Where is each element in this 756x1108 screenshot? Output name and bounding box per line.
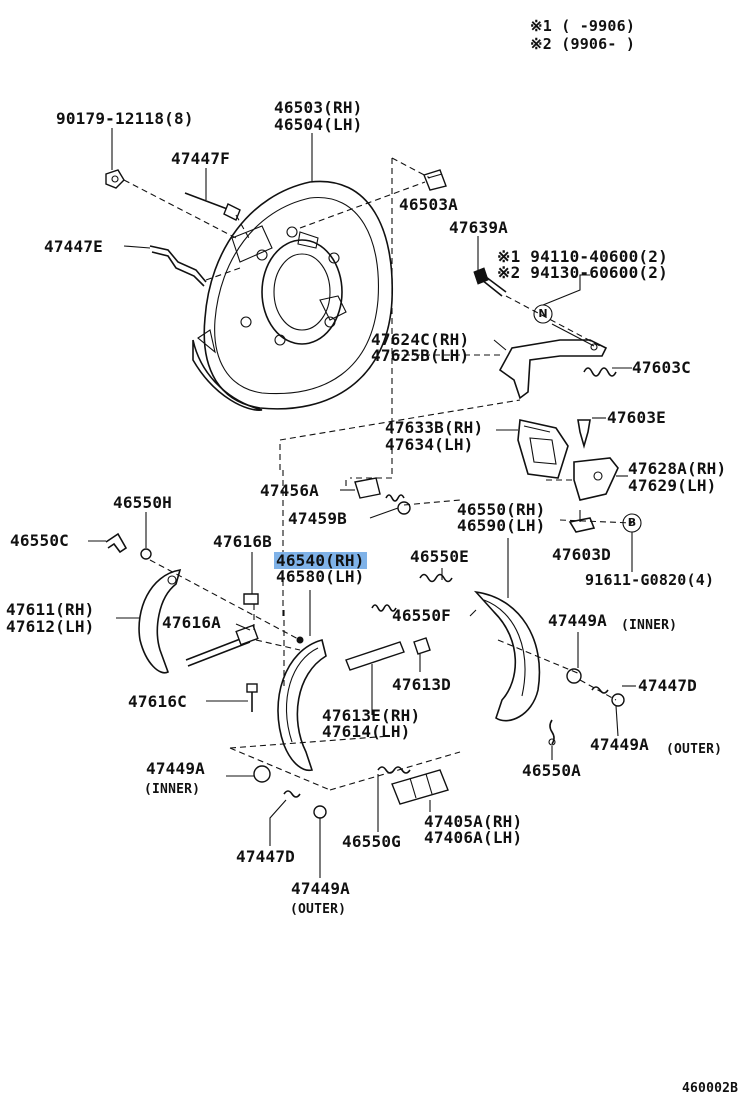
anchor-bracket [149,245,207,287]
part-label[interactable]: 47405A(RH) [424,812,523,831]
reference-letter-n: N [538,307,548,320]
part-label[interactable]: 47603D [552,545,611,564]
part-label[interactable]: 46550E [410,547,469,566]
shoe-strut [345,641,405,671]
part-label[interactable]: 47616A [162,613,221,632]
brake-shoe-right [473,590,541,722]
part-label[interactable]: 47449A [146,759,205,778]
part-label[interactable]: 47449A [291,879,350,898]
leader-lines [88,128,636,878]
hold-down-cup-outer-right [611,693,625,707]
parking-brake-lever [498,339,608,400]
part-label[interactable]: 91611-G0820(4) [585,571,715,589]
part-note: (OUTER) [290,902,347,917]
adjuster-clip [243,593,259,605]
part-label[interactable]: 47459B [288,509,347,528]
part-label[interactable]: 47634(LH) [385,435,474,454]
bleeder-bolt [184,192,241,221]
part-label[interactable]: ※2 94130-60600(2) [497,263,668,282]
hold-down-spring-right [591,686,609,694]
part-label[interactable]: 47449A [590,735,649,754]
parking-lever [138,569,182,674]
part-label[interactable]: ※1 94110-40600(2) [497,247,668,266]
pin [577,419,591,449]
part-label[interactable]: 47447E [44,237,103,256]
hold-down-pin-right [548,719,556,746]
part-label[interactable]: 46504(LH) [274,115,363,134]
part-label[interactable]: 46550A [522,761,581,780]
hold-down-spring-left [283,790,301,798]
part-label[interactable]: 47616C [128,692,187,711]
brake-shoe-left [277,636,327,772]
part-label[interactable]: 47613D [392,675,451,694]
part-label[interactable]: 47603C [632,358,691,377]
hold-down-cup-outer-left [313,805,327,819]
part-note: (INNER) [144,782,201,797]
part-label[interactable]: 47614(LH) [322,722,411,741]
part-label[interactable]: 46550G [342,832,401,851]
part-label[interactable]: 47624C(RH) [371,330,470,349]
part-label[interactable]: 46580(LH) [276,567,365,586]
part-note: (OUTER) [666,742,723,757]
reference-letter-b: B [627,516,637,529]
lower-return-spring [377,766,411,774]
shoe-hold-clip [105,532,128,554]
part-label[interactable]: 46550H [113,493,172,512]
mounting-nut [105,169,125,189]
part-label[interactable]: 47616B [213,532,272,551]
part-label[interactable]: 90179-12118(8) [56,109,194,128]
plug [423,169,447,191]
part-label[interactable]: 47449A [548,611,607,630]
part-label[interactable]: 47603E [607,408,666,427]
note-1: ※1 ( -9906) [530,17,636,35]
part-label[interactable]: 46550(RH) [457,500,546,519]
diagram-id: 460002B [682,1081,739,1096]
parking-strut [517,419,569,479]
wheel-cylinder [391,769,449,805]
adjuster-pin [246,683,258,712]
strut-spring [413,637,431,655]
lever-bolt [473,267,507,297]
clip [568,517,596,533]
adjuster-screw [185,624,259,667]
part-label[interactable]: 46503A [399,195,458,214]
part-label[interactable]: 47625B(LH) [371,346,470,365]
part-label[interactable]: 47406A(LH) [424,828,523,847]
part-label[interactable]: 47447D [638,676,697,695]
part-label[interactable]: 47456A [260,481,319,500]
part-label[interactable]: 46550C [10,531,69,550]
part-label[interactable]: 47447F [171,149,230,168]
part-label-selected[interactable]: 46540(RH) [274,551,367,570]
part-note: (INNER) [621,618,678,633]
backing-plate [192,180,394,411]
note-2: ※2 (9906- ) [530,35,636,53]
upper-return-spring [419,573,453,583]
part-label[interactable]: 47612(LH) [6,617,95,636]
part-label[interactable]: 47447D [236,847,295,866]
hold-down-cup-inner-left [253,765,271,783]
part-label[interactable]: 46503(RH) [274,98,363,117]
part-label[interactable]: 46590(LH) [457,516,546,535]
part-label[interactable]: 47629(LH) [628,476,717,495]
part-label[interactable]: 47611(RH) [6,600,95,619]
assembly-guide-lines [123,157,633,791]
hold-down-pin [140,548,152,560]
part-label[interactable]: 47639A [449,218,508,237]
anti-rattle-plate [354,477,381,499]
shoe-spring [371,604,397,612]
strut-bracket [573,457,619,501]
part-label[interactable]: 47628A(RH) [628,459,727,478]
return-spring [583,367,617,377]
part-label[interactable]: 47633B(RH) [385,418,484,437]
part-label[interactable]: 47613E(RH) [322,706,421,725]
part-label[interactable]: 46550F [392,606,451,625]
